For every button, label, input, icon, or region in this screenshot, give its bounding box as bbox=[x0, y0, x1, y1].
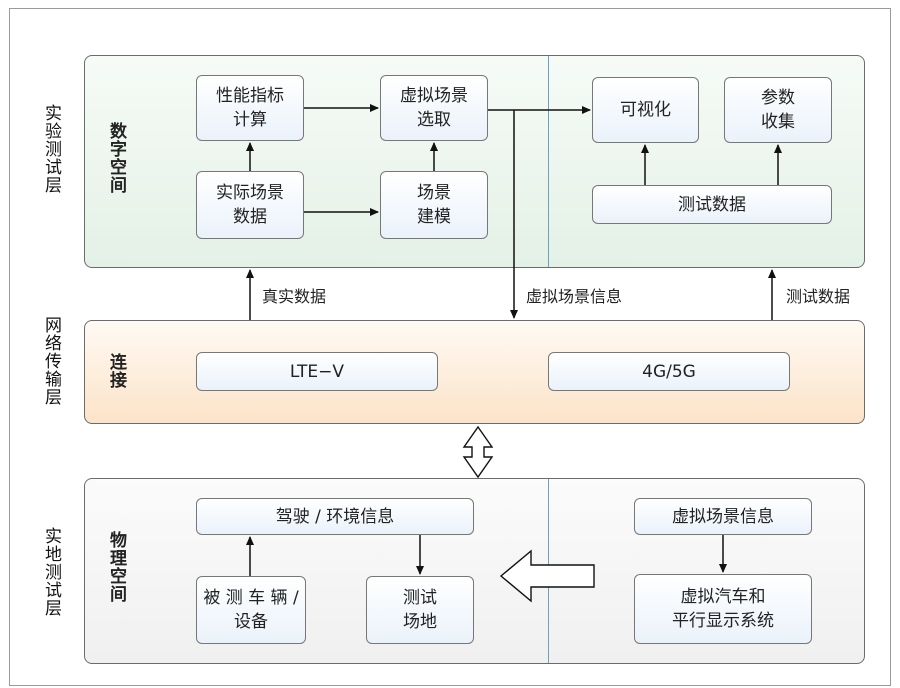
virtual-to-physical-arrow bbox=[499, 549, 595, 603]
panel-title-connection: 连接 bbox=[106, 353, 126, 389]
edge-label-test-data: 测试数据 bbox=[786, 287, 851, 306]
performance-calc-box: 性能指标 计算 bbox=[196, 75, 304, 141]
drive-env-info-box: 驾驶 / 环境信息 bbox=[196, 498, 474, 535]
scene-modeling-box: 场景 建模 bbox=[380, 171, 488, 239]
edge-label-virtual-info: 虚拟场景信息 bbox=[526, 287, 623, 306]
edge-label-real-data: 真实数据 bbox=[262, 287, 327, 306]
visualization-box: 可视化 bbox=[592, 77, 699, 143]
layer-label-physical: 实地测试层 bbox=[41, 527, 61, 617]
real-scene-data-box: 实际场景 数据 bbox=[196, 171, 304, 239]
layer-label-network: 网络传输层 bbox=[41, 316, 61, 406]
digital-divider bbox=[548, 56, 549, 267]
tested-vehicle-box: 被 测 车 辆 / 设备 bbox=[196, 576, 306, 644]
virtual-scene-select-box: 虚拟场景 选取 bbox=[380, 75, 488, 141]
layer-label-experiment: 实验测试层 bbox=[41, 104, 61, 194]
panel-title-digital: 数字空间 bbox=[106, 122, 126, 194]
virtual-car-display-box: 虚拟汽车和 平行显示系统 bbox=[634, 574, 812, 644]
panel-title-physical: 物理空间 bbox=[106, 531, 126, 603]
lte-v-box: LTE−V bbox=[196, 352, 438, 391]
4g-5g-box: 4G/5G bbox=[548, 352, 790, 391]
test-data-box: 测试数据 bbox=[592, 185, 832, 224]
network-physical-double-arrow bbox=[462, 425, 494, 479]
virtual-scene-info-box: 虚拟场景信息 bbox=[634, 498, 812, 535]
test-site-box: 测试 场地 bbox=[366, 576, 474, 644]
diagram-frame bbox=[9, 8, 891, 686]
param-collect-box: 参数 收集 bbox=[724, 77, 832, 143]
